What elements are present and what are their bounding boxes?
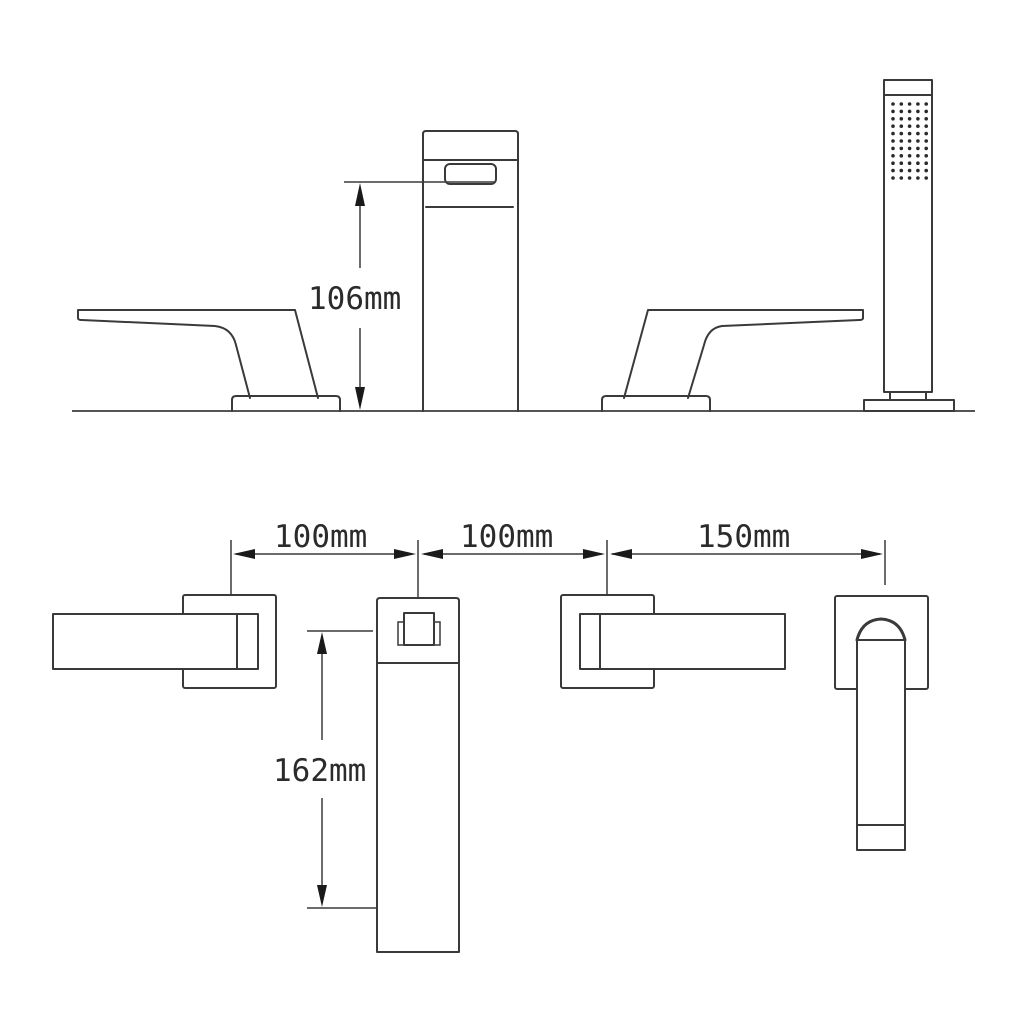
right-handle-plan — [560, 594, 786, 689]
dimension-label-150mm: 150mm — [697, 519, 790, 555]
arrow-down-icon — [317, 885, 327, 907]
hand-shower-side — [863, 79, 955, 412]
nozzle-dot — [924, 124, 928, 128]
nozzle-dot — [891, 168, 895, 173]
nozzle-dot — [907, 102, 912, 106]
nozzle-dot — [891, 176, 895, 180]
nozzle-dot — [891, 161, 895, 165]
nozzle-dot — [907, 168, 912, 173]
nozzle-dot — [907, 146, 912, 151]
arrow-down-icon — [355, 387, 365, 410]
nozzle-dot — [916, 109, 920, 114]
dimension-spout-reach: 162mm — [273, 630, 377, 909]
nozzle-dot — [899, 102, 904, 106]
spout-plan — [376, 597, 460, 953]
nozzle-dot — [891, 109, 895, 114]
arrow-right-icon — [394, 549, 416, 559]
dimension-label-162mm: 162mm — [273, 753, 366, 789]
left-handle-base — [231, 395, 341, 412]
dimension-row-spacing: 100mm 100mm 150mm — [230, 519, 886, 598]
nozzle-dot — [916, 168, 920, 173]
side-elevation-view: 106mm — [72, 79, 975, 412]
nozzle-dot — [916, 139, 920, 143]
nozzle-dot — [916, 102, 920, 106]
nozzle-dot — [899, 131, 904, 136]
nozzle-dot — [924, 161, 928, 165]
nozzle-dot — [907, 124, 912, 128]
nozzle-dot — [899, 176, 904, 180]
arrow-up-icon — [355, 183, 365, 206]
arrow-left-icon — [610, 549, 632, 559]
nozzle-dot — [924, 109, 928, 114]
nozzle-dot — [899, 161, 904, 165]
arrow-right-icon — [583, 549, 605, 559]
nozzle-dot — [891, 139, 895, 143]
nozzle-dot — [916, 154, 920, 158]
left-handle-plan — [52, 594, 277, 689]
nozzle-dot — [916, 161, 920, 165]
nozzle-dot — [916, 117, 920, 121]
nozzle-dot — [899, 109, 904, 114]
nozzle-dot — [924, 146, 928, 151]
hand-shower-base — [863, 399, 955, 412]
nozzle-dot — [899, 154, 904, 158]
nozzle-dot — [891, 131, 895, 136]
hand-shower-plan — [834, 595, 929, 851]
nozzle-dot — [924, 131, 928, 136]
nozzle-dot — [899, 117, 904, 121]
shower-nozzle-grid — [891, 102, 928, 180]
right-handle-base — [601, 395, 711, 412]
nozzle-dot — [899, 168, 904, 173]
nozzle-dot — [916, 146, 920, 151]
nozzle-dot — [907, 109, 912, 114]
arrow-right-icon — [861, 549, 883, 559]
nozzle-dot — [899, 146, 904, 151]
dimension-spout-height: 106mm — [308, 181, 445, 410]
nozzle-dot — [924, 176, 928, 180]
dimension-label-106mm: 106mm — [308, 281, 401, 317]
nozzle-dot — [916, 124, 920, 128]
nozzle-dot — [907, 161, 912, 165]
arrow-left-icon — [421, 549, 443, 559]
plan-view: 100mm 100mm 150mm — [52, 519, 929, 953]
nozzle-dot — [891, 102, 895, 106]
nozzle-dot — [916, 176, 920, 180]
nozzle-dot — [907, 131, 912, 136]
dimension-label-100mm-mid: 100mm — [460, 519, 553, 555]
arrow-left-icon — [233, 549, 255, 559]
right-handle-side — [601, 309, 864, 412]
nozzle-dot — [907, 176, 912, 180]
dimension-label-100mm-left: 100mm — [274, 519, 367, 555]
nozzle-dot — [924, 154, 928, 158]
nozzle-dot — [907, 154, 912, 158]
spout-outlet — [403, 612, 435, 646]
nozzle-dot — [924, 168, 928, 173]
spout-side — [422, 130, 519, 412]
nozzle-dot — [891, 117, 895, 121]
nozzle-dot — [899, 139, 904, 143]
nozzle-dot — [924, 139, 928, 143]
nozzle-dot — [891, 124, 895, 128]
nozzle-dot — [891, 146, 895, 151]
spout-aerator — [444, 163, 497, 185]
left-handle-side — [77, 309, 341, 412]
nozzle-dot — [891, 154, 895, 158]
nozzle-dot — [924, 102, 928, 106]
nozzle-dot — [899, 124, 904, 128]
nozzle-dot — [916, 131, 920, 136]
arrow-up-icon — [317, 632, 327, 654]
nozzle-dot — [907, 139, 912, 143]
nozzle-dot — [924, 117, 928, 121]
nozzle-dot — [907, 117, 912, 121]
